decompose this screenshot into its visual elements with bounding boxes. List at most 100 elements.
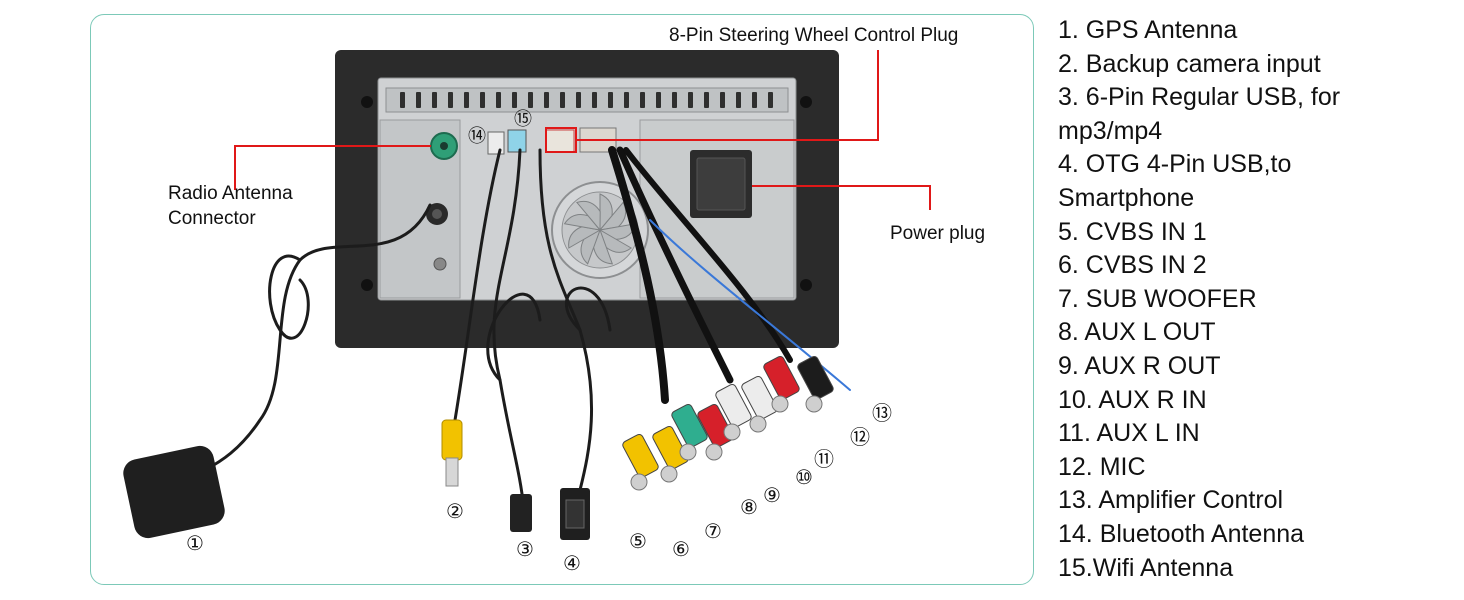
marker-9: ⑨ xyxy=(763,483,781,507)
legend-item: 7. SUB WOOFER xyxy=(1058,284,1257,313)
legend-item: 15.Wifi Antenna xyxy=(1058,553,1234,582)
camera-cable xyxy=(453,148,502,422)
vent-slot xyxy=(432,92,437,108)
mount-hole xyxy=(800,279,812,291)
rca-aux-r-in xyxy=(763,355,800,400)
vent-slot xyxy=(672,92,677,108)
camera-rca-tip xyxy=(445,457,459,487)
markers: ① ② ③ ④ ⑤ ⑥ ⑦ ⑧ ⑨ ⑩ ⑪ ⑫ ⑬ ⑭ ⑮ xyxy=(186,109,892,575)
vent-slot xyxy=(608,92,613,108)
legend-item: 3. 6-Pin Regular USB, for xyxy=(1058,83,1341,112)
usb-plug-3 xyxy=(510,494,532,532)
marker-14: ⑭ xyxy=(468,126,486,147)
vent-slot xyxy=(624,92,629,108)
vent-slot xyxy=(736,92,741,108)
cable-bundle xyxy=(203,146,851,512)
power-plug-pins xyxy=(696,157,746,211)
marker-3: ③ xyxy=(516,537,534,561)
legend-item: 13. Amplifier Control xyxy=(1058,486,1284,515)
callout-radio-antenna-line2: Connector xyxy=(168,208,256,229)
leader-radio xyxy=(234,145,431,190)
vent-slot xyxy=(512,92,517,108)
marker-1: ① xyxy=(186,531,204,555)
usb-plug-4-port xyxy=(565,499,585,529)
vent-slot xyxy=(688,92,693,108)
vent-slots xyxy=(400,92,773,108)
top-vent-strip xyxy=(385,87,789,113)
vent-slot xyxy=(576,92,581,108)
vent-slot xyxy=(544,92,549,108)
rca-sub-woofer xyxy=(671,403,708,448)
vent-slot xyxy=(480,92,485,108)
rca-bundle-2 xyxy=(616,146,734,384)
legend-item: Smartphone xyxy=(1058,183,1195,212)
head-unit-rear-diagram: ① ② ③ ④ ⑤ ⑥ ⑦ ⑧ ⑨ ⑩ ⑪ ⑫ ⑬ ⑭ ⑮ xyxy=(123,50,931,575)
rca-cvbs-in-2-tip xyxy=(660,465,678,483)
rca-aux-r-out xyxy=(697,403,734,448)
usb-cable-1 xyxy=(492,148,526,512)
legend-item: 4. OTG 4-Pin USB,to xyxy=(1058,150,1292,179)
marker-5: ⑤ xyxy=(629,529,647,553)
wifi-connector xyxy=(507,129,527,153)
legend-item: 1. GPS Antenna xyxy=(1058,16,1238,44)
amp-control-wire xyxy=(649,219,851,391)
legend-item: 14. Bluetooth Antenna xyxy=(1058,519,1305,548)
vent-slot xyxy=(560,92,565,108)
vent-slot xyxy=(416,92,421,108)
marker-13: ⑬ xyxy=(872,401,892,425)
rca-bundle-3 xyxy=(623,147,793,363)
rca-sub-woofer-tip xyxy=(679,443,697,461)
mount-hole xyxy=(361,279,373,291)
rca-cvbs-in-1 xyxy=(622,433,659,478)
leader-steering-box xyxy=(545,127,577,153)
leader-lines xyxy=(234,50,931,210)
vent-slot xyxy=(400,92,405,108)
legend-item: 9. AUX R OUT xyxy=(1058,351,1221,380)
marker-10: ⑩ xyxy=(795,465,813,489)
vent-slot xyxy=(704,92,709,108)
camera-rca-yellow xyxy=(441,419,463,461)
vent-slot xyxy=(496,92,501,108)
vent-slot xyxy=(464,92,469,108)
diagram-frame xyxy=(90,14,1034,585)
rca-connectors xyxy=(622,355,834,491)
rca-bundle xyxy=(608,146,669,404)
legend-item: mp3/mp4 xyxy=(1058,116,1163,145)
marker-15: ⑮ xyxy=(514,109,532,130)
marker-8: ⑧ xyxy=(740,495,758,519)
rca-aux-l-out xyxy=(715,383,752,428)
marker-11: ⑪ xyxy=(814,447,834,471)
usb-cable-2-loop xyxy=(565,286,612,332)
mic-jack xyxy=(797,355,834,400)
vent-slot xyxy=(720,92,725,108)
usb-cable-1-loop xyxy=(486,292,542,382)
rca-aux-r-in-tip xyxy=(771,395,789,413)
connector-legend: 1. GPS Antenna 2. Backup camera input 3.… xyxy=(1058,14,1458,585)
vent-slot xyxy=(752,92,757,108)
legend-item: 6. CVBS IN 2 xyxy=(1058,251,1207,280)
legend-item: 12. MIC xyxy=(1058,452,1146,481)
callout-steering-plug: 8-Pin Steering Wheel Control Plug xyxy=(669,25,959,46)
legend-item: 5. CVBS IN 1 xyxy=(1058,217,1207,246)
vent-slot xyxy=(528,92,533,108)
vent-slot xyxy=(640,92,645,108)
legend-item: 11. AUX L IN xyxy=(1058,419,1200,448)
gps-cable-loop xyxy=(268,254,310,340)
vent-slot xyxy=(592,92,597,108)
rca-cvbs-in-2 xyxy=(652,425,689,470)
gps-port-inner xyxy=(432,209,442,219)
gps-antenna xyxy=(123,445,225,539)
vent-slot xyxy=(656,92,661,108)
mic-jack-tip xyxy=(805,395,823,413)
marker-2: ② xyxy=(446,499,464,523)
marker-7: ⑦ xyxy=(704,519,722,543)
bluetooth-connector xyxy=(487,131,505,155)
fan-blades xyxy=(563,193,637,265)
legend-item: 2. Backup camera input xyxy=(1058,49,1321,78)
radio-antenna-pin xyxy=(440,142,448,150)
callout-radio-antenna-line1: Radio Antenna xyxy=(168,183,293,204)
vent-slot xyxy=(768,92,773,108)
gps-cable xyxy=(203,203,432,472)
mount-hole xyxy=(361,96,373,108)
ground-screw xyxy=(433,257,447,271)
